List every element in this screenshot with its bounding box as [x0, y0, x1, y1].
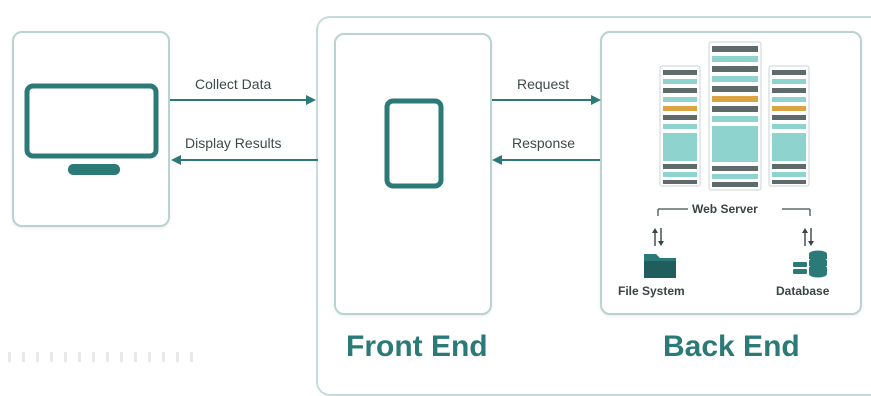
monitor-icon — [24, 83, 159, 175]
front-end-panel — [334, 33, 492, 315]
database-icon — [793, 250, 827, 278]
database-sync-icon — [802, 228, 814, 246]
server-rack-icon-left — [659, 65, 701, 187]
tablet-icon — [384, 98, 444, 189]
response-arrow — [492, 155, 600, 165]
collect-data-label: Collect Data — [195, 76, 272, 92]
back-end-title: Back End — [663, 330, 800, 363]
request-arrow — [492, 95, 601, 105]
folder-icon — [644, 254, 676, 278]
collect-data-arrow — [170, 95, 316, 105]
file-system-sync-icon — [652, 228, 664, 246]
server-rack-icon-center — [708, 41, 762, 191]
front-end-title: Front End — [346, 330, 488, 363]
display-results-label: Display Results — [185, 135, 282, 151]
web-server-bracket — [657, 208, 811, 216]
database-label: Database — [776, 284, 830, 298]
display-results-arrow — [171, 155, 318, 165]
file-system-label: File System — [618, 284, 685, 298]
diagram-graphics — [24, 41, 827, 278]
back-end-panel — [600, 31, 862, 315]
web-server-label: Web Server — [692, 202, 758, 216]
image-artifact — [8, 352, 198, 362]
request-label: Request — [517, 76, 570, 92]
server-rack-icon-right — [768, 65, 810, 187]
client-panel — [12, 31, 170, 227]
response-label: Response — [512, 135, 576, 151]
